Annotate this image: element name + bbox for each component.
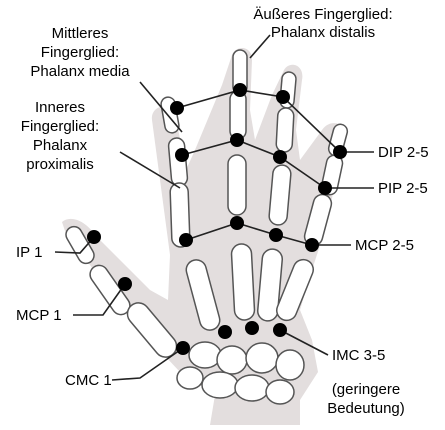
middle-proximal-bone xyxy=(228,155,246,215)
cmc1-label: CMC 1 xyxy=(65,372,112,389)
middle-metacarpal-bone xyxy=(231,244,255,321)
pip-joint-index xyxy=(175,148,189,162)
mcp1-label: MCP 1 xyxy=(16,307,62,324)
carpal-bone xyxy=(202,372,238,398)
ip1-joint xyxy=(87,230,101,244)
pip-joint-middle xyxy=(230,133,244,147)
carpal-bone xyxy=(189,342,221,368)
carpal-bone xyxy=(266,380,294,404)
carpal-bone xyxy=(177,367,203,389)
pip-joint-little xyxy=(318,181,332,195)
imc-label: IMC 3-5 xyxy=(332,347,385,364)
mcp-joint-ring xyxy=(269,228,283,242)
mcp-joint-little xyxy=(305,238,319,252)
imc-note-line1: (geringere xyxy=(332,381,400,398)
middle-middle-bone xyxy=(230,91,246,139)
middle-phalanx-label-line1: Mittleres xyxy=(52,25,109,42)
imc-joint-3 xyxy=(218,325,232,339)
inner-phalanx-label-line4: proximalis xyxy=(26,156,94,173)
inner-phalanx-label-line3: Phalanx xyxy=(33,137,88,154)
ring-middle-bone xyxy=(276,108,294,153)
index-middle-bone xyxy=(168,137,188,186)
mcp25-label: MCP 2-5 xyxy=(355,237,414,254)
inner-phalanx-label-line1: Inneres xyxy=(35,99,85,116)
imc-joint-5 xyxy=(273,323,287,337)
dip-joint-ring xyxy=(276,90,290,104)
imc-joint-4 xyxy=(245,321,259,335)
pip-joint-ring xyxy=(273,150,287,164)
carpal-bone xyxy=(217,346,247,374)
pip-label: PIP 2-5 xyxy=(378,180,428,197)
mcp-joint-middle xyxy=(230,216,244,230)
carpal-bone xyxy=(235,375,269,401)
ip1-label: IP 1 xyxy=(16,244,42,261)
dip-joint-middle xyxy=(233,83,247,97)
mcp1-joint xyxy=(118,277,132,291)
dip-joint-index xyxy=(170,101,184,115)
outer-phalanx-label-line2: Phalanx distalis xyxy=(271,24,375,41)
cmc1-joint xyxy=(176,341,190,355)
carpal-bone xyxy=(276,350,304,380)
middle-phalanx-label-line2: Fingerglied: xyxy=(41,44,119,61)
imc-note-line2: Bedeutung) xyxy=(327,400,405,417)
dip-label: DIP 2-5 xyxy=(378,144,429,161)
middle-phalanx-label-line3: Phalanx media xyxy=(30,63,130,80)
dip-joint-little xyxy=(333,145,347,159)
carpal-bone xyxy=(246,343,278,373)
outer-phalanx-label-line1: Äußeres Fingerglied: xyxy=(253,6,392,23)
mcp-joint-index xyxy=(179,233,193,247)
inner-phalanx-label-line2: Fingerglied: xyxy=(21,118,99,135)
outer-phalanx-leader xyxy=(250,35,270,58)
